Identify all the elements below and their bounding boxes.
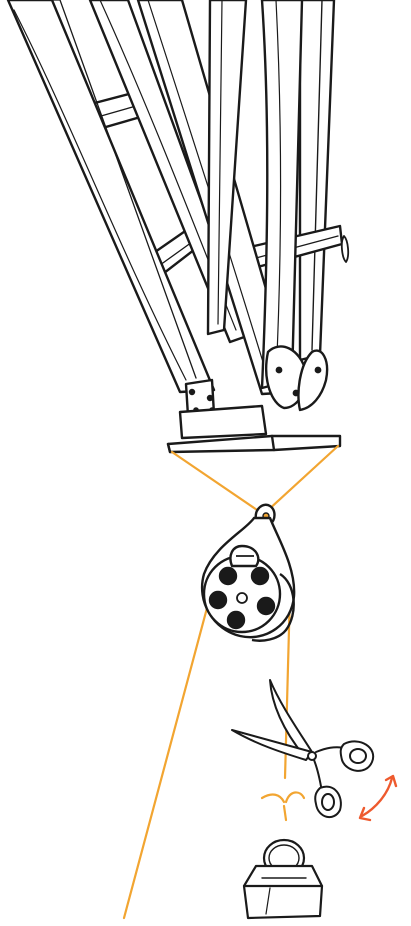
hanging-rope-left	[124, 608, 207, 918]
hanging-weight-icon	[244, 792, 322, 918]
double-arrow-icon	[360, 776, 396, 820]
rope-lines	[124, 446, 338, 918]
pulley-icon	[202, 505, 294, 641]
suspension-rope-right	[266, 446, 338, 512]
suspension-rope-left	[172, 452, 260, 512]
tripod-frame-icon	[8, 0, 348, 452]
